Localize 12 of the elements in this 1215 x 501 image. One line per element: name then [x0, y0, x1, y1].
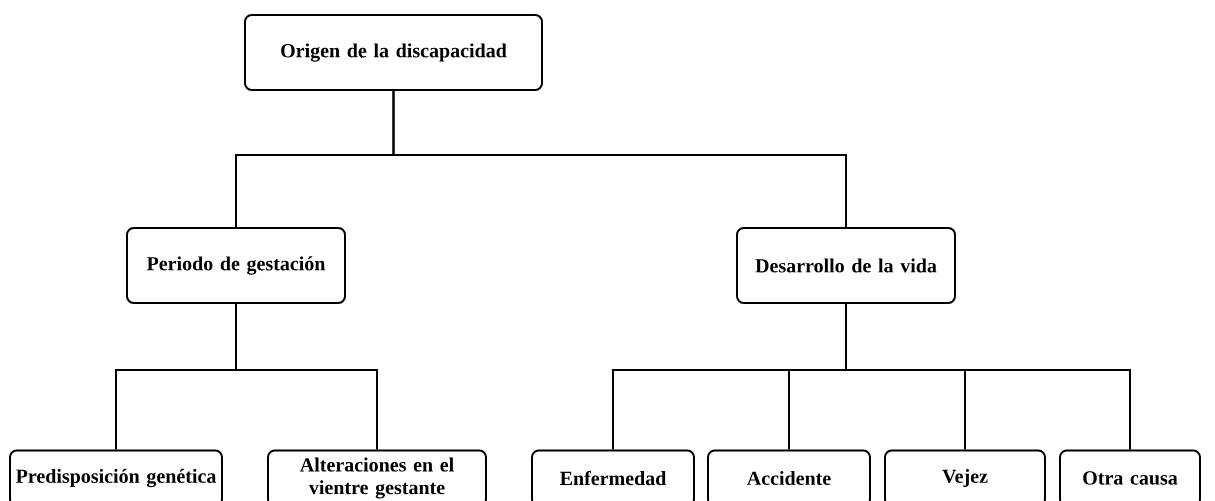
category-box: Otra causa [1059, 449, 1201, 501]
category-box: Vejez [884, 449, 1046, 501]
connector-line [845, 303, 1131, 451]
category-box: Enfermedad [531, 449, 695, 501]
category-box: Origen de la discapacidad [244, 14, 543, 91]
connector-line [235, 303, 378, 451]
category-box: Periodo de gestación [126, 227, 346, 304]
category-box: Alteraciones en el vientre gestante [267, 449, 487, 501]
connector-line [392, 90, 847, 228]
category-box: Desarrollo de la vida [736, 227, 956, 304]
category-box: Predisposición genética [9, 449, 223, 501]
category-box: Accidente [707, 449, 871, 501]
